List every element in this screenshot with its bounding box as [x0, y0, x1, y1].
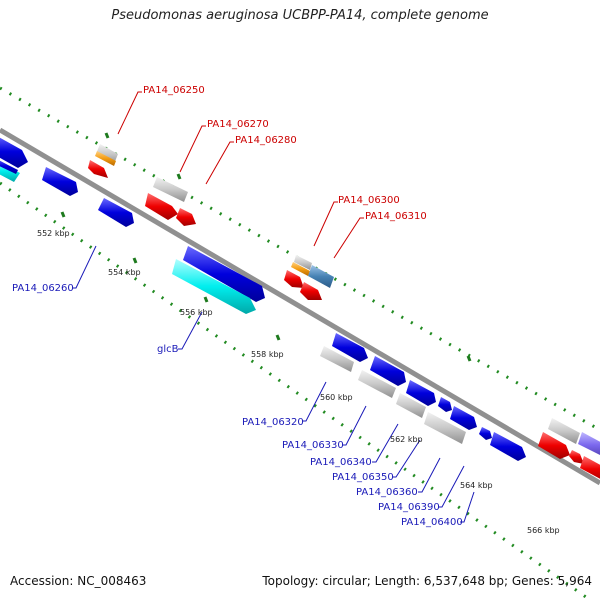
- scale-label: 556 kbp: [180, 308, 213, 317]
- gene-label-PA14_06330[interactable]: PA14_06330: [282, 440, 344, 451]
- scale-label: 552 kbp: [37, 229, 70, 238]
- inner-tick-row: [0, 181, 593, 600]
- gene-label-PA14_06260[interactable]: PA14_06260: [12, 283, 74, 294]
- scale-label: 564 kbp: [460, 481, 493, 490]
- forward-gene-3[interactable]: [284, 255, 334, 300]
- forward-callouts: [117, 91, 364, 259]
- genome-summary-text: Topology: circular; Length: 6,537,648 bp…: [262, 574, 592, 588]
- gene-label-PA14_06280[interactable]: PA14_06280: [235, 135, 297, 146]
- forward-gene-labels: PA14_06250 PA14_06270 PA14_06280 PA14_06…: [143, 85, 427, 222]
- gene-label-PA14_06400[interactable]: PA14_06400: [401, 517, 463, 528]
- scale-label: 554 kbp: [108, 268, 141, 277]
- reverse-gene-labels: PA14_06260 glcB PA14_06320 PA14_06330 PA…: [12, 283, 463, 528]
- gene-label-PA14_06340[interactable]: PA14_06340: [310, 457, 372, 468]
- genome-backbone: [0, 127, 600, 486]
- reverse-gene-cluster-2[interactable]: [320, 333, 526, 461]
- accession-text: Accession: NC_008463: [10, 574, 147, 588]
- reverse-gene-cluster-1[interactable]: [42, 167, 265, 314]
- forward-gene-2[interactable]: [145, 177, 196, 226]
- clipped-features-left: [0, 137, 28, 182]
- gene-label-PA14_06270[interactable]: PA14_06270: [207, 119, 269, 130]
- gene-label-PA14_06300[interactable]: PA14_06300: [338, 195, 400, 206]
- gene-label-PA14_06360[interactable]: PA14_06360: [356, 487, 418, 498]
- right-edge-features[interactable]: [538, 418, 600, 482]
- map-title: Pseudomonas aeruginosa UCBPP-PA14, compl…: [111, 8, 489, 23]
- gene-label-PA14_06320[interactable]: PA14_06320: [242, 417, 304, 428]
- gene-label-PA14_06350[interactable]: PA14_06350: [332, 472, 394, 483]
- major-ticks: [60, 132, 472, 362]
- gene-label-PA14_06310[interactable]: PA14_06310: [365, 211, 427, 222]
- scale-labels: 552 kbp 554 kbp 556 kbp 558 kbp 560 kbp …: [37, 229, 560, 535]
- scale-label: 562 kbp: [390, 435, 423, 444]
- gene-label-PA14_06250[interactable]: PA14_06250: [143, 85, 205, 96]
- scale-label: 566 kbp: [527, 526, 560, 535]
- gene-label-glcB[interactable]: glcB: [157, 344, 179, 355]
- reverse-callouts: [72, 245, 475, 523]
- scale-label: 560 kbp: [320, 393, 353, 402]
- gene-label-PA14_06390[interactable]: PA14_06390: [378, 502, 440, 513]
- scale-label: 558 kbp: [251, 350, 284, 359]
- forward-gene-1[interactable]: [88, 144, 118, 178]
